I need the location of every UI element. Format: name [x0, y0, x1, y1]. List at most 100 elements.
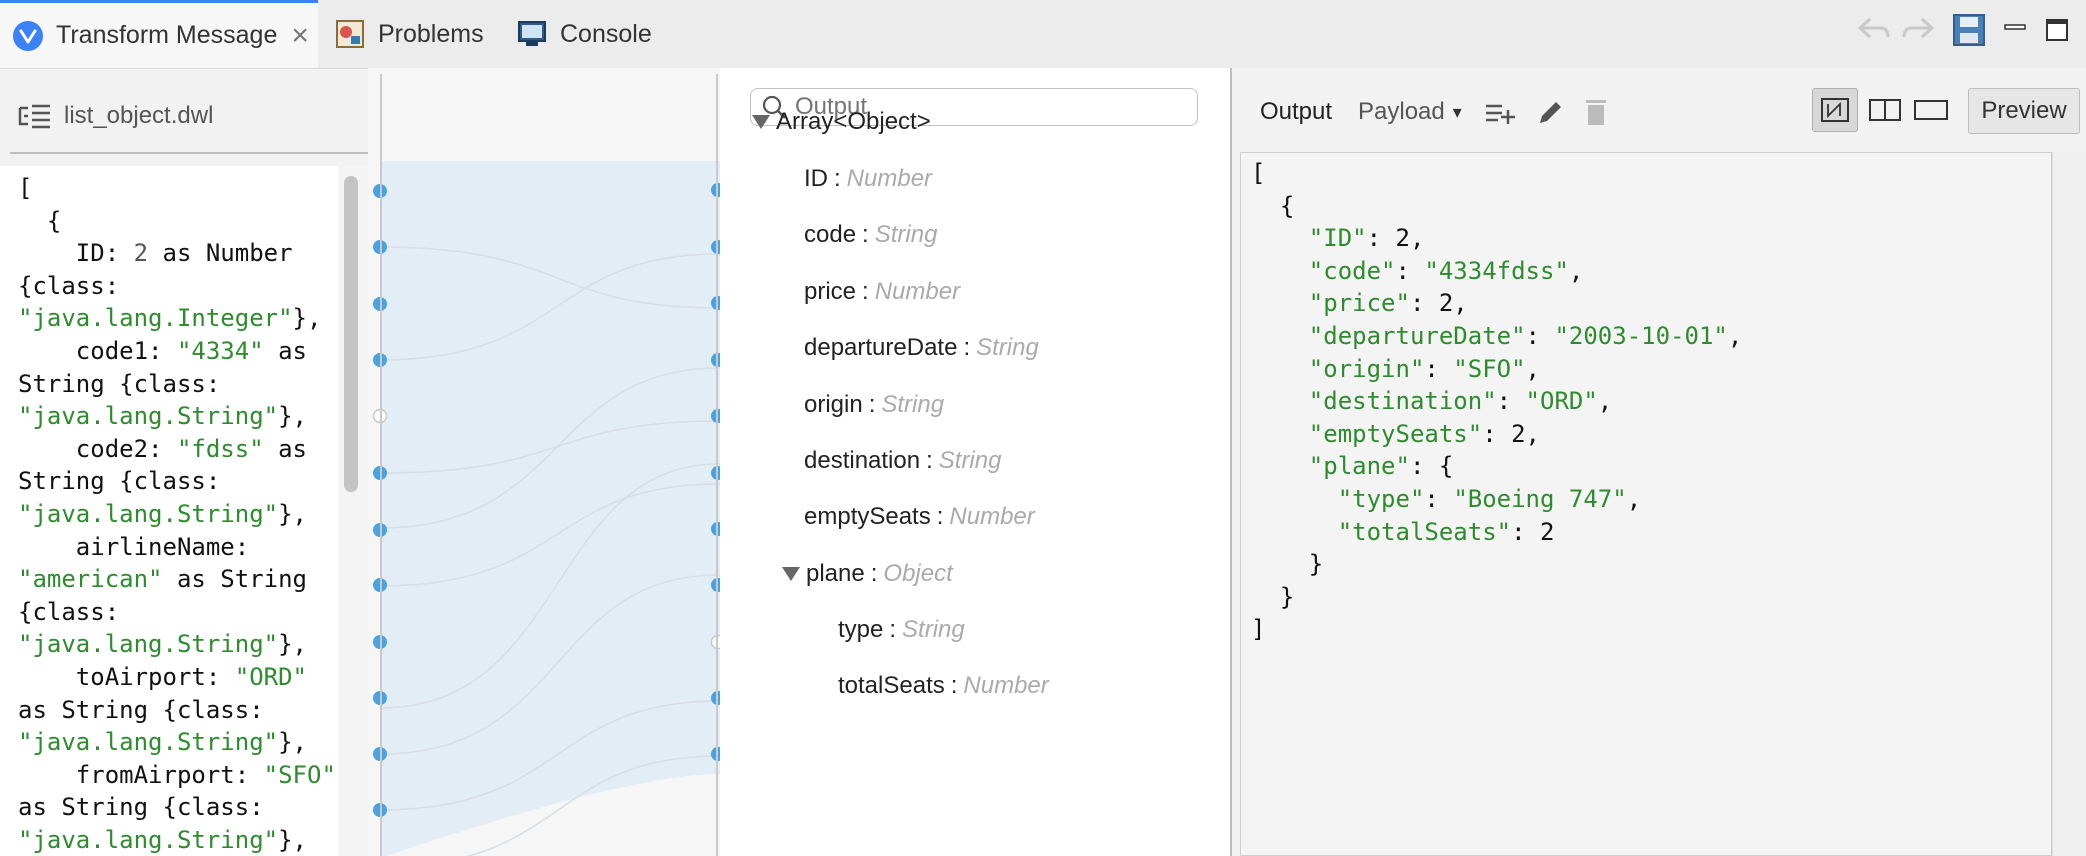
preview-button[interactable]: Preview — [1968, 88, 2080, 134]
code-token: }, — [278, 499, 307, 528]
output-header — [1232, 68, 2086, 152]
code-token: : — [1496, 387, 1526, 416]
code-token: } — [1251, 582, 1295, 611]
view-mode-split-button[interactable] — [1862, 88, 1908, 132]
code-token: 2 — [133, 239, 149, 268]
code-line: "departureDate": "2003-10-01", — [1251, 320, 2051, 353]
output-preview[interactable]: [ { "ID": 2, "code": "4334fdss", "price"… — [1240, 152, 2052, 856]
tree-node-name: ID — [804, 165, 828, 192]
close-tab-icon[interactable]: × — [291, 18, 309, 52]
code-token: : — [1395, 256, 1425, 285]
tree-node-name: origin — [804, 391, 863, 418]
tree-node-name: totalSeats — [838, 672, 945, 699]
output-preview-code[interactable]: [ { "ID": 2, "code": "4334fdss", "price"… — [1241, 153, 2051, 646]
code-token: "price" — [1308, 289, 1410, 318]
input-connector-line — [380, 74, 382, 856]
code-token: "plane" — [1308, 452, 1410, 481]
tree-node-type: Number — [846, 165, 933, 192]
tab-transform-message[interactable]: Transform Message × — [0, 0, 318, 68]
edit-pencil-icon[interactable] — [1536, 92, 1566, 132]
tree-node[interactable]: emptySeats :Number — [804, 497, 1035, 537]
code-line: { — [18, 205, 338, 238]
code-token: [ — [18, 174, 33, 202]
code-line: "code": "4334fdss", — [1251, 255, 2051, 288]
maximize-icon[interactable] — [2044, 10, 2070, 50]
script-file-header: list_object.dwl — [0, 80, 368, 152]
code-line: as String {class: — [18, 694, 338, 727]
output-search-box[interactable] — [750, 88, 1198, 126]
metadata-view-icon — [1821, 98, 1849, 122]
code-token: String {class: — [18, 467, 221, 496]
code-token: { — [1251, 191, 1295, 220]
code-token: "Boeing 747" — [1453, 484, 1627, 513]
code-line: "ID": 2, — [1251, 222, 2051, 255]
code-token: , — [1568, 256, 1584, 285]
tree-node[interactable]: departureDate :String — [804, 328, 1039, 368]
code-line: "totalSeats": 2 — [1251, 516, 2051, 549]
redo-icon[interactable] — [1900, 10, 1936, 50]
tree-node[interactable]: code :String — [804, 215, 937, 255]
panel-divider[interactable] — [1230, 68, 1232, 856]
expand-triangle-icon[interactable] — [782, 567, 800, 581]
tree-node[interactable]: plane :Object — [782, 554, 953, 594]
script-code[interactable]: [ { ID: 2 as Number{class:"java.lang.Int… — [0, 166, 338, 856]
payload-dropdown[interactable]: Payload ▾ — [1358, 92, 1462, 132]
tree-node-name: type — [838, 616, 884, 643]
add-output-icon[interactable] — [1484, 92, 1516, 132]
code-line: String {class: — [18, 465, 338, 498]
code-line: { — [1251, 190, 2051, 223]
code-token: as Number — [148, 239, 293, 268]
tree-node[interactable]: destination :String — [804, 441, 1001, 481]
type-separator: : — [936, 503, 944, 530]
tree-node-type: String — [938, 447, 1002, 474]
expand-triangle-icon[interactable] — [752, 115, 770, 129]
code-token: , — [1597, 387, 1613, 416]
script-scrollbar-thumb[interactable] — [344, 176, 358, 492]
code-token: "origin" — [1308, 354, 1425, 383]
code-token: "code" — [1308, 256, 1396, 285]
code-token: as — [263, 336, 308, 365]
view-mode-single-button[interactable] — [1908, 88, 1954, 132]
code-token: , — [1626, 484, 1642, 513]
save-icon[interactable] — [1952, 10, 1986, 50]
type-separator: : — [862, 278, 869, 305]
code-token: "java.lang.String" — [18, 728, 279, 757]
code-line: "origin": "SFO", — [1251, 353, 2051, 386]
tree-node-type: String — [976, 334, 1039, 361]
code-line: "emptySeats": 2, — [1251, 418, 2051, 451]
code-token: "ORD" — [234, 662, 307, 691]
code-line: "type": "Boeing 747", — [1251, 483, 2051, 516]
code-line: as String {class: — [18, 791, 338, 824]
output-scroll-track[interactable] — [2052, 152, 2086, 856]
tab-problems[interactable]: Problems — [334, 0, 484, 68]
single-view-icon — [1914, 100, 1948, 120]
code-line: {class: — [18, 270, 338, 303]
tree-node[interactable]: totalSeats :Number — [838, 666, 1049, 706]
tree-node[interactable]: origin :String — [804, 385, 944, 425]
view-mode-metadata-button[interactable] — [1812, 88, 1858, 132]
code-token: , — [1525, 354, 1540, 383]
tree-node[interactable]: ID :Number — [804, 159, 932, 199]
code-line: code2: "fdss" as — [18, 433, 338, 466]
code-token: "4334" — [176, 336, 264, 365]
output-search-input[interactable] — [793, 92, 1177, 122]
trash-icon[interactable] — [1584, 92, 1608, 132]
code-token: "java.lang.String" — [18, 402, 279, 431]
script-editor[interactable]: [ { ID: 2 as Number{class:"java.lang.Int… — [0, 166, 338, 856]
tab-transform-label: Transform Message — [56, 21, 278, 49]
tree-node[interactable]: type :String — [838, 610, 965, 650]
tree-node-type: String — [902, 616, 965, 643]
tree-node-type: String — [881, 391, 945, 418]
tree-node-type: Object — [883, 560, 953, 587]
code-token: : 2, — [1366, 224, 1425, 253]
tree-node[interactable]: price :Number — [804, 272, 960, 312]
tab-console[interactable]: Console — [516, 0, 652, 68]
code-token: fromAirport: — [18, 760, 264, 789]
code-token: "java.lang.String" — [18, 825, 279, 854]
minimize-icon[interactable] — [2002, 10, 2028, 50]
code-token: "java.lang.Integer" — [18, 304, 293, 333]
script-file-icon — [18, 104, 50, 129]
tree-node[interactable]: Array<Object> — [752, 102, 931, 142]
undo-icon[interactable] — [1856, 10, 1892, 50]
type-separator: : — [889, 616, 897, 643]
